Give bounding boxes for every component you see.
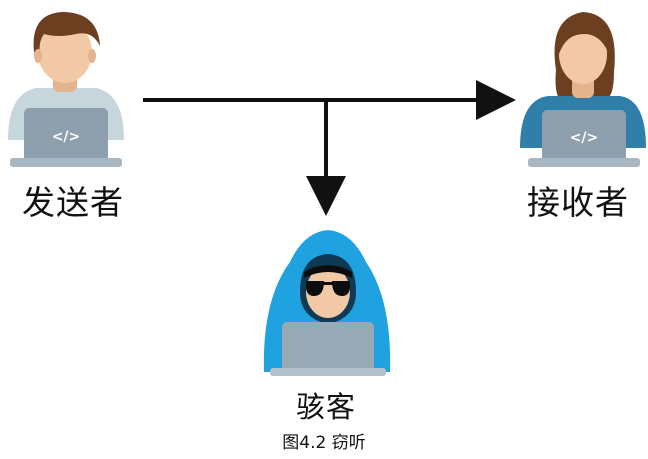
sender-laptop-icon: </>: [10, 108, 122, 167]
receiver-figure: </>: [520, 12, 646, 167]
sender-figure: </>: [8, 12, 124, 167]
hacker-glasses-left: [306, 281, 324, 296]
figure-caption: 图4.2 窃听: [282, 433, 366, 453]
sender-laptop-code: </>: [52, 129, 81, 145]
hacker-glasses-right: [332, 281, 350, 296]
hacker-label: 骇客: [296, 390, 357, 424]
hacker-laptop-icon: [270, 322, 386, 376]
receiver-laptop-icon: </>: [528, 110, 640, 167]
receiver-laptop-code: </>: [570, 130, 599, 146]
hacker-figure: [263, 230, 391, 376]
receiver-label: 接收者: [527, 183, 629, 222]
sender-label: 发送者: [22, 183, 124, 222]
